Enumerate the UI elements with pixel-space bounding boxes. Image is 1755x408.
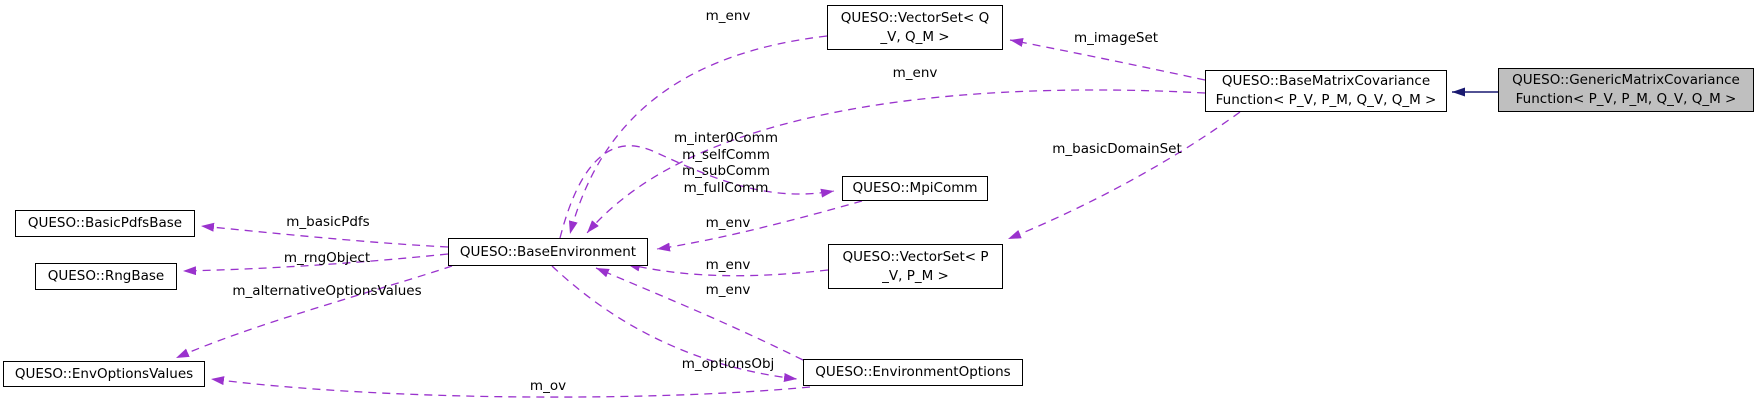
edge-m-env-basematrixcovariance-to-baseenvironment bbox=[586, 89, 1206, 234]
edge-m-rngobject bbox=[182, 253, 449, 276]
edge-m-alternativeoptionsvalues bbox=[175, 265, 453, 359]
node-env-options-values[interactable]: QUESO::EnvOptionsValues bbox=[3, 361, 205, 387]
edge-m-basicdomainset bbox=[1007, 111, 1241, 240]
edge-m-imageset bbox=[1009, 38, 1206, 81]
edge-m-env-vectorsetq-to-baseenvironment bbox=[568, 35, 828, 235]
node-base-matrix-covariance[interactable]: QUESO::BaseMatrixCovariance Function< P_… bbox=[1205, 70, 1447, 112]
edge-m-env-environmentoptions-to-baseenvironment bbox=[595, 267, 804, 361]
edge-m-basicpdfs bbox=[200, 222, 449, 248]
node-generic-matrix-covariance: QUESO::GenericMatrixCovariance Function<… bbox=[1498, 68, 1754, 112]
node-vectorset-p[interactable]: QUESO::VectorSet< P _V, P_M > bbox=[828, 244, 1003, 289]
node-base-environment[interactable]: QUESO::BaseEnvironment bbox=[448, 238, 648, 266]
node-mpi-comm[interactable]: QUESO::MpiComm bbox=[842, 176, 988, 201]
edge-m-env-mpicomm-to-baseenvironment bbox=[656, 200, 863, 252]
edge-m-env-vectorsetp-to-baseenvironment bbox=[626, 262, 829, 277]
node-rng-base[interactable]: QUESO::RngBase bbox=[35, 263, 177, 290]
edge-m-optionsobj bbox=[551, 265, 798, 382]
edge-comm-members bbox=[559, 145, 835, 239]
edge-m-ov bbox=[210, 376, 811, 398]
node-environment-options[interactable]: QUESO::EnvironmentOptions bbox=[803, 359, 1023, 386]
node-vectorset-q[interactable]: QUESO::VectorSet< Q _V, Q_M > bbox=[827, 5, 1003, 50]
node-basic-pdfs-base[interactable]: QUESO::BasicPdfsBase bbox=[15, 210, 195, 237]
